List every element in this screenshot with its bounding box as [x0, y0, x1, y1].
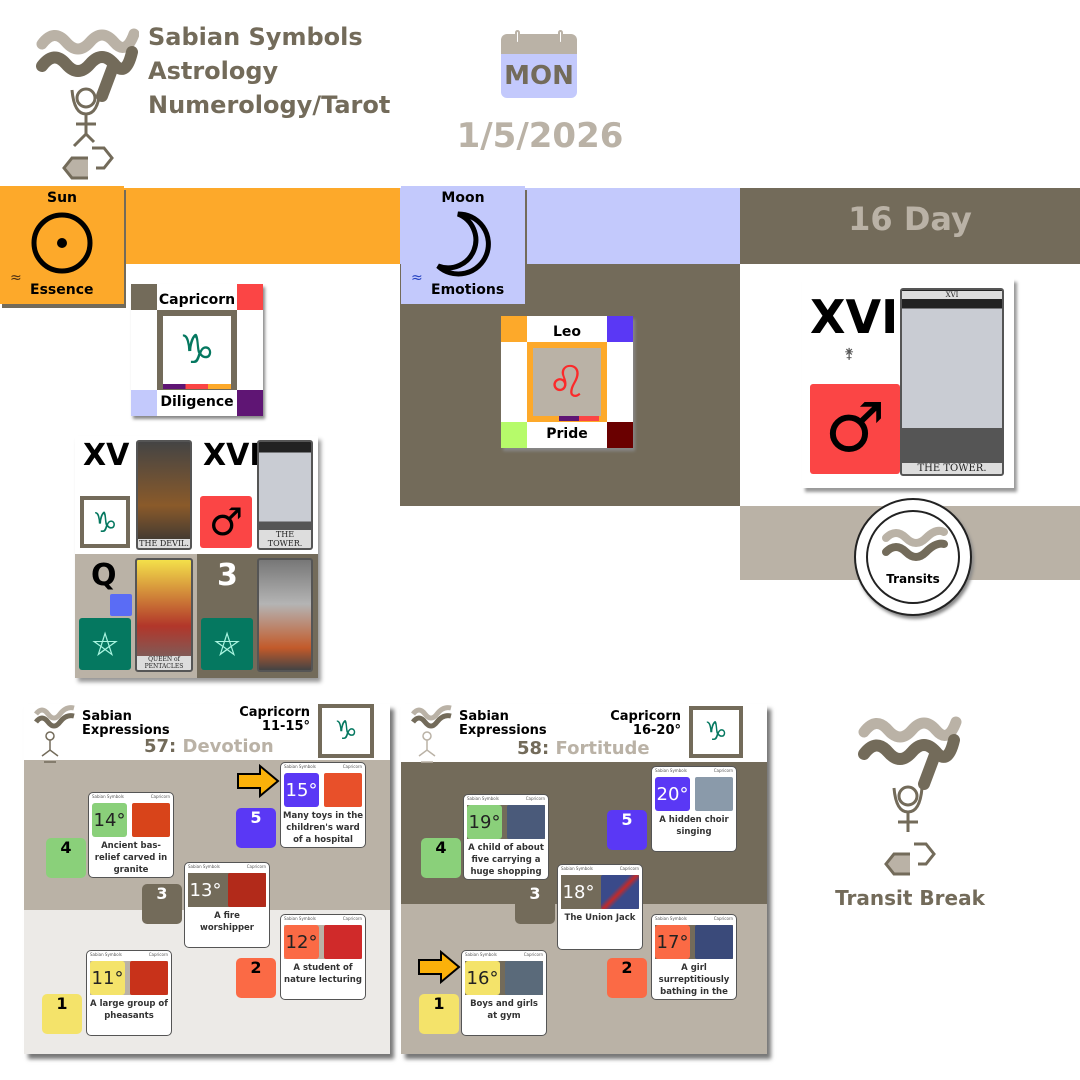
wave-icon: ≈	[411, 270, 423, 286]
panel-name: 58: Fortitude	[517, 738, 650, 759]
pentacle-icon: ⛤	[201, 618, 253, 670]
badge-4: 4	[46, 838, 86, 878]
transits-button[interactable]: Transits	[854, 498, 972, 616]
capricorn-icon: ♑	[80, 496, 130, 548]
day-roman: XVI	[810, 290, 899, 344]
mars-icon: ♂	[200, 496, 252, 548]
wave-icon: ≈	[10, 270, 22, 286]
badge-3: 3	[142, 884, 182, 924]
day-band	[740, 188, 1080, 264]
day-label: 16 Day	[848, 200, 972, 238]
tarot-numeral-4: 3	[217, 558, 238, 593]
date: 1/5/2026	[456, 116, 624, 156]
sun-sign-name: Capricorn	[158, 292, 236, 308]
stick-figure-icon: ⚵	[844, 346, 855, 362]
pentacle-icon: ⛤	[79, 618, 131, 670]
tarot-numeral-1: XV	[83, 438, 130, 473]
water-element-icon	[110, 594, 132, 616]
sun-sign-block[interactable]: Capricorn ♑ Diligence	[131, 284, 263, 416]
moon-sign-name: Leo	[552, 324, 582, 340]
current-arrow-icon	[418, 950, 461, 984]
wave-logo-icon	[882, 526, 948, 561]
sabian-logo-icon	[411, 705, 452, 763]
brand-line-2: Astrology	[148, 57, 279, 85]
capricorn-icon: ♑	[689, 706, 743, 758]
moon-sign-block[interactable]: Leo ♌ Pride	[501, 316, 633, 448]
brand-title: Sabian Symbols Astrology Numerology/Taro…	[148, 20, 390, 122]
sun-card[interactable]: Sun ≈ Essence	[0, 186, 124, 304]
tarot-numeral-2: XVI	[203, 438, 261, 473]
queen-of-pentacles-card: QUEEN of PENTACLES	[135, 558, 193, 672]
moon-subtitle: Emotions	[431, 282, 505, 298]
capricorn-icon: ♑	[157, 310, 237, 390]
badge-5: 5	[607, 810, 647, 850]
badge-1: 1	[419, 994, 459, 1034]
badge-3: 3	[515, 884, 555, 924]
transits-label: Transits	[886, 572, 940, 586]
transit-break-label: Transit Break	[835, 886, 985, 910]
brand-line-3: Numerology/Tarot	[148, 91, 391, 119]
badge-2: 2	[236, 958, 276, 998]
brand-line-1: Sabian Symbols	[148, 23, 363, 51]
moon-sign-keyword: Pride	[546, 426, 588, 442]
badge-1: 1	[42, 994, 82, 1034]
moon-card[interactable]: Moon ≈ Emotions	[401, 186, 525, 304]
sun-title: Sun	[46, 190, 78, 206]
capricorn-icon: ♑	[318, 704, 374, 758]
tower-card: THE TOWER.	[257, 440, 313, 550]
sun-sign-keyword: Diligence	[160, 394, 234, 410]
tarot-numeral-3: Q	[91, 558, 117, 593]
moon-title: Moon	[441, 190, 485, 206]
leo-icon: ♌	[527, 342, 607, 422]
calendar-icon: MON	[501, 30, 577, 98]
devil-card: THE DEVIL.	[136, 440, 192, 550]
panel-name: 57: Devotion	[144, 736, 274, 757]
moon-icon	[436, 211, 491, 277]
tower-card: XVI THE TOWER.	[900, 288, 1004, 476]
weekday: MON	[501, 54, 577, 98]
badge-5: 5	[236, 808, 276, 848]
sun-icon	[31, 212, 93, 274]
brand-logo-icon	[36, 28, 139, 180]
badge-2: 2	[607, 958, 647, 998]
current-arrow-icon	[237, 764, 280, 798]
sun-subtitle: Essence	[30, 282, 94, 298]
three-of-pentacles-card	[257, 558, 313, 672]
badge-4: 4	[421, 838, 461, 878]
transit-break-icon[interactable]	[856, 710, 966, 880]
tarot-grid: XV ♑ THE DEVIL. XVI ♂ THE TOWER. Q ⛤ QUE…	[75, 436, 318, 678]
sabian-logo-icon	[34, 705, 75, 763]
mars-icon: ♂	[810, 384, 900, 474]
day-tarot-block[interactable]: XVI ⚵ ♂ XVI THE TOWER.	[802, 278, 1014, 488]
